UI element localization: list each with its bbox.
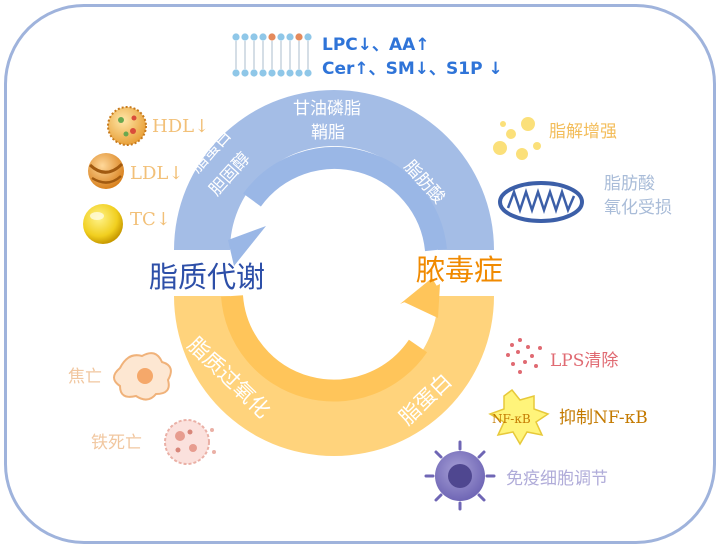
mitochondrion-icon xyxy=(498,181,584,223)
immune-label: 免疫细胞调节 xyxy=(506,469,608,489)
lps-label: LPS清除 xyxy=(550,351,619,371)
ldl-particle-icon xyxy=(88,153,124,189)
ferroptosis-label: 铁死亡 xyxy=(91,433,142,453)
membrane-line-1: LPC↓、AA↑ xyxy=(322,35,430,55)
rounded-frame xyxy=(4,4,716,544)
nfkb-inhibit-label: 抑制NF-κB xyxy=(559,408,648,428)
inner-orange-arrow xyxy=(221,294,428,402)
ferroptosis-cell-icon xyxy=(164,419,216,465)
inner-orange-arrowhead-tip xyxy=(404,284,440,318)
inner-orange-arrowhead xyxy=(400,278,438,304)
inner-blue-arrow xyxy=(243,147,447,252)
immune-cell-icon xyxy=(424,440,496,511)
lipolysis-droplets-icon xyxy=(493,117,541,160)
bottom-arc-band xyxy=(174,296,494,456)
top-arc-center-line-2: 鞘脂 xyxy=(311,123,345,143)
bottom-inner-label: 炎症反应 xyxy=(284,337,364,361)
top-arc-band xyxy=(174,90,494,250)
nfkb-badge-label: NF-κB xyxy=(492,412,531,426)
top-arc-center-line-1: 甘油磷脂 xyxy=(293,99,361,119)
left-title: 脂质代谢 xyxy=(149,260,266,294)
fa-oxidation-line-1: 脂肪酸 xyxy=(604,174,655,194)
inner-blue-arrowhead xyxy=(228,226,266,266)
right-title: 脓毒症 xyxy=(416,253,504,287)
lps-dots-icon xyxy=(506,338,542,374)
hdl-label: HDL↓ xyxy=(152,116,210,137)
membrane-line-2: Cer↑、SM↓、S1P ↓ xyxy=(322,59,503,79)
pyroptosis-label: 焦亡 xyxy=(68,367,102,387)
nfkb-starburst-icon xyxy=(488,388,550,446)
hdl-particle-icon xyxy=(107,106,147,146)
tc-sphere-icon xyxy=(83,204,123,244)
pyroptosis-cell-icon xyxy=(113,352,172,401)
membrane-icon xyxy=(232,33,312,77)
fa-oxidation-line-2: 氧化受损 xyxy=(604,198,672,218)
top-inner-label: 代谢紊乱 xyxy=(288,186,368,210)
lipolysis-label: 脂解增强 xyxy=(549,122,617,142)
tc-label: TC↓ xyxy=(130,209,171,230)
ldl-label: LDL↓ xyxy=(130,163,184,184)
